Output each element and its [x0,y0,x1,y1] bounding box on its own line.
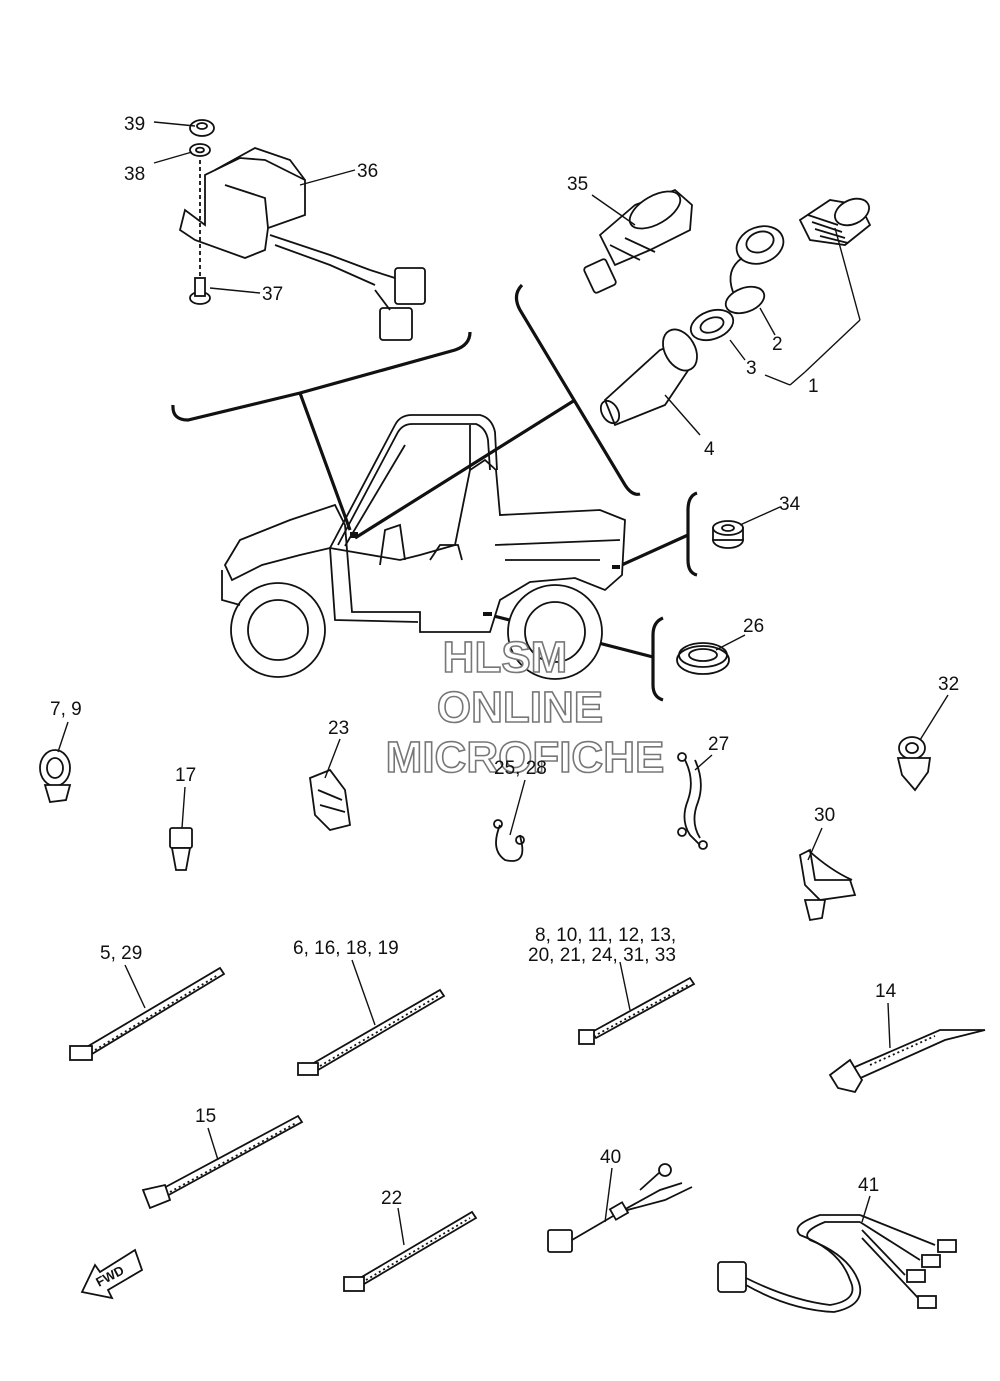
vehicle-illustration [221,414,626,680]
part-39-nut [189,119,215,137]
label-36: 36 [357,161,378,182]
watermark-line-1: HLSM [443,633,568,682]
label-8-line-1: 8, 10, 11, 12, 13, [535,925,676,946]
part-34-grommet [712,520,744,549]
label-1: 1 [808,376,819,397]
part-25-28-clip [493,819,525,862]
callout-labels: 39 38 36 37 35 2 3 1 4 34 26 32 7, 9 17 … [50,114,959,1209]
part-4-boot [599,328,698,427]
bracket-34 [686,491,698,577]
part-26-grommet [676,642,730,675]
label-41: 41 [858,1175,879,1196]
part-8-cable-tie [578,976,696,1045]
label-2: 2 [772,334,783,355]
part-15-cable-tie [141,1114,304,1210]
label-27: 27 [708,734,729,755]
label-23: 23 [328,718,349,739]
label-5-29: 5, 29 [100,943,142,964]
part-23-holder [309,768,352,831]
part-37-bolt [189,160,211,305]
label-40: 40 [600,1147,621,1168]
part-3-nut [689,308,735,342]
bracket-top-right [514,283,641,496]
bracket-26 [651,616,664,702]
label-3: 3 [746,358,757,379]
label-17: 17 [175,765,196,786]
label-30: 30 [814,805,835,826]
label-4: 4 [704,439,715,460]
part-2-cap [724,225,785,315]
bracket-top-left [171,331,472,422]
part-1-socket [798,197,872,246]
part-7-9-clamp [39,749,72,803]
label-32: 32 [938,674,959,695]
label-22: 22 [381,1188,402,1209]
part-5-29-cable-tie [69,966,226,1061]
part-27-clip [677,752,708,850]
label-34: 34 [779,494,801,515]
part-14-cable-tie [828,1029,986,1094]
label-7-9: 7, 9 [50,699,82,720]
part-17-clip [169,827,193,871]
leader-to-vehicle-1 [298,392,352,531]
fwd-arrow-icon: FWD [80,1248,144,1300]
label-14: 14 [875,981,897,1002]
part-40-lead-harness [547,1163,693,1253]
label-15: 15 [195,1106,216,1127]
part-35-switch [583,188,693,294]
part-38-washer [189,143,211,157]
watermark-line-3: MICROFICHE [386,733,665,782]
part-41-wire-harness [717,1214,957,1313]
part-6-16-18-19-cable-tie [297,988,446,1076]
part-30-clip [799,848,857,922]
label-25-28: 25, 28 [494,758,547,779]
label-26: 26 [743,616,764,637]
leader-lines [57,121,949,1246]
part-32-clip [896,736,932,792]
label-37: 37 [262,284,283,305]
leader-34 [614,533,689,570]
label-38: 38 [124,164,145,185]
part-22-cable-tie [343,1210,478,1292]
part-36-relay [178,147,426,341]
leader-to-vehicle-2 [354,398,576,540]
label-6-16-18-19: 6, 16, 18, 19 [293,938,399,959]
label-35: 35 [567,174,588,195]
label-39: 39 [124,114,145,135]
label-8-line-2: 20, 21, 24, 31, 33 [528,945,676,966]
watermark-line-2: ONLINE [437,683,603,732]
